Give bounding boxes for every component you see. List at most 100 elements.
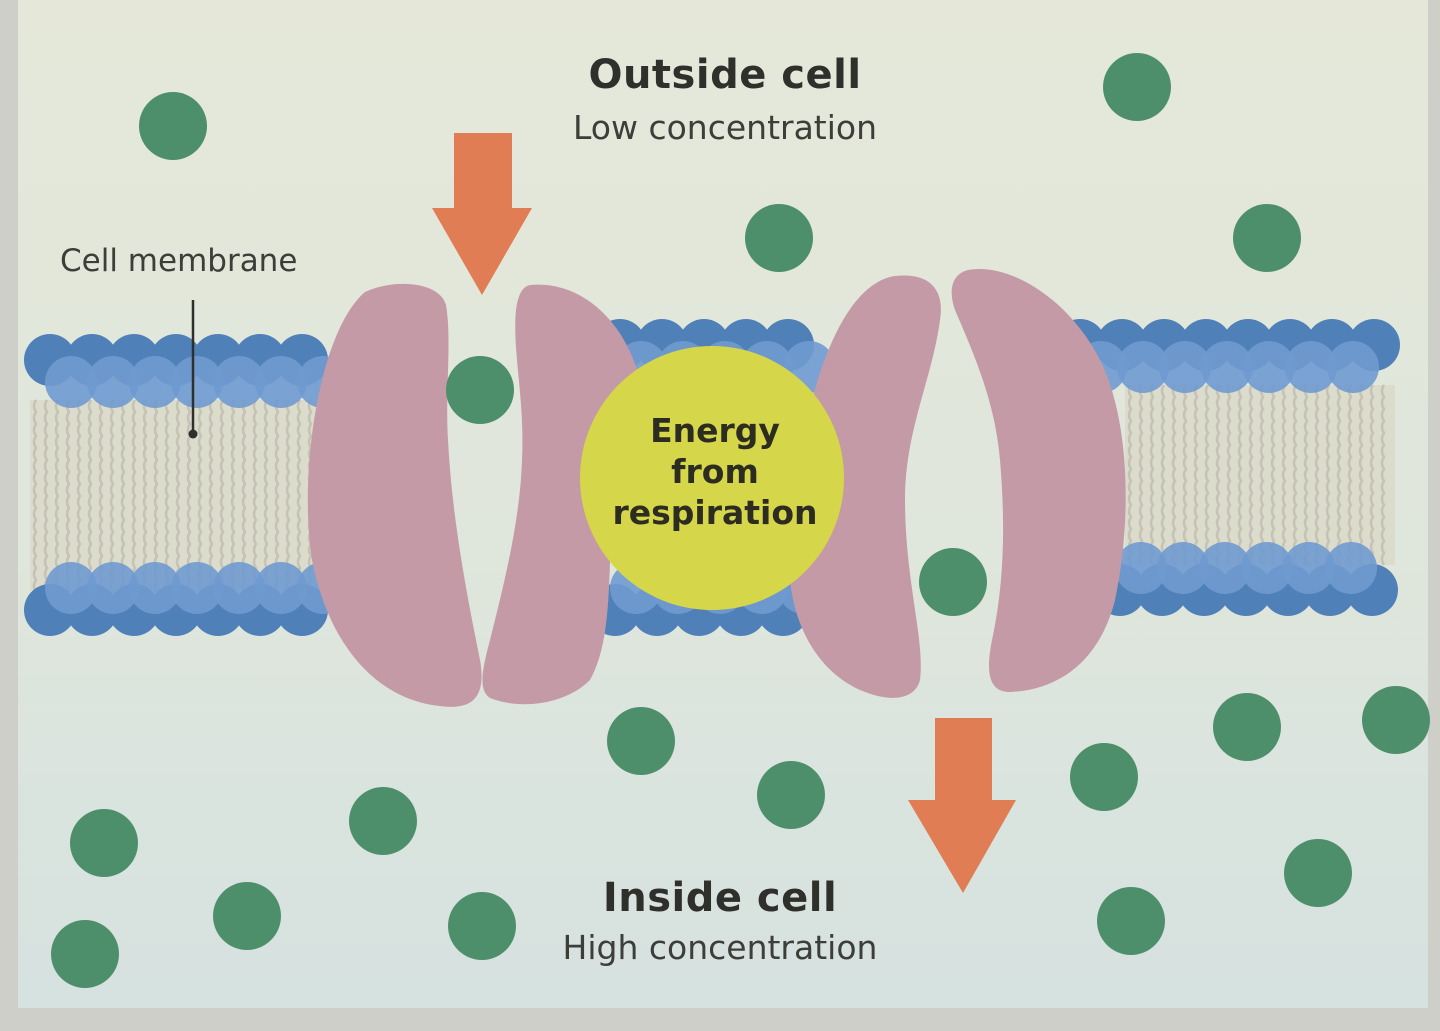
lipid-tail — [153, 399, 159, 593]
particle-icon — [745, 204, 813, 272]
carrier-protein-icon — [789, 275, 941, 698]
lipid-tail — [1171, 384, 1177, 566]
lipid-tail — [241, 399, 247, 593]
lipid-tail — [54, 399, 60, 593]
phospholipid-head — [255, 562, 307, 614]
phospholipid-head — [1115, 542, 1167, 594]
particle-icon — [1213, 693, 1281, 761]
lipid-tail — [1138, 384, 1144, 566]
lipid-tail — [1303, 384, 1309, 566]
lipid-tail — [1270, 384, 1276, 566]
outside-cell-subtitle: Low concentration — [572, 108, 878, 147]
carrier-protein-right — [789, 268, 1126, 698]
lipid-tail — [131, 399, 137, 593]
particle-icon — [213, 882, 281, 950]
energy-label-line: from — [671, 452, 759, 491]
particle-icon — [1070, 743, 1138, 811]
outside-cell-title: Outside cell — [588, 52, 862, 98]
lipid-tail — [186, 399, 192, 593]
lipid-tail — [65, 399, 71, 593]
phospholipid-head — [1285, 341, 1337, 393]
energy-label: Energy from respiration — [590, 410, 840, 533]
energy-icon — [580, 346, 844, 610]
particle-icon — [1362, 686, 1430, 754]
particle-icon — [70, 809, 138, 877]
phospholipid-head — [1117, 341, 1169, 393]
particle-icon — [1284, 839, 1352, 907]
particle-icon — [448, 892, 516, 960]
lipid-tail — [1215, 384, 1221, 566]
energy-label-line: Energy — [650, 411, 780, 450]
cell-membrane-label: Cell membrane — [60, 243, 298, 279]
inside-cell-subtitle: High concentration — [562, 928, 878, 967]
lipid-tail — [1160, 384, 1166, 566]
lipid-tail — [263, 399, 269, 593]
particle-icon — [1103, 53, 1171, 121]
phospholipid-head — [45, 562, 97, 614]
lipid-tail — [230, 399, 236, 593]
lipid-tail — [1259, 384, 1265, 566]
phospholipid-head — [1325, 542, 1377, 594]
phospholipid-head — [171, 562, 223, 614]
lipid-tail — [1358, 384, 1364, 566]
particle-icon — [757, 761, 825, 829]
lipid-tail — [76, 399, 82, 593]
lipid-tail — [175, 399, 181, 593]
particle-icon — [51, 920, 119, 988]
lipid-tail — [1248, 384, 1254, 566]
carrier-protein-icon — [307, 283, 482, 707]
particle-icon — [1097, 887, 1165, 955]
particle-icon — [607, 707, 675, 775]
particle-icon — [919, 548, 987, 616]
lipid-tail — [1127, 384, 1133, 566]
phospholipid-head — [255, 356, 307, 408]
phospholipid-head — [1157, 542, 1209, 594]
lipid-tail — [1380, 384, 1386, 566]
phospholipid-head — [129, 562, 181, 614]
lipid-tail — [1369, 384, 1375, 566]
phospholipid-head — [129, 356, 181, 408]
phospholipid-head — [1241, 542, 1293, 594]
membrane-pointer-dot — [188, 429, 198, 439]
phospholipid-head — [1243, 341, 1295, 393]
lipid-tail — [296, 399, 302, 593]
phospholipid-head — [1327, 341, 1379, 393]
particle-icon — [446, 356, 514, 424]
lipid-tails — [30, 384, 1395, 593]
lipid-tail — [219, 399, 225, 593]
lipid-tail — [1292, 384, 1298, 566]
particle-icon — [1233, 204, 1301, 272]
arrow-down-icon — [432, 133, 532, 295]
lipid-tail — [208, 399, 214, 593]
lipid-tail — [274, 399, 280, 593]
lipid-tail — [285, 399, 291, 593]
lipid-tail — [1226, 384, 1232, 566]
carrier-protein-icon — [951, 268, 1126, 692]
phospholipid-head — [1283, 542, 1335, 594]
phospholipid-head — [1199, 542, 1251, 594]
phospholipid-head — [87, 356, 139, 408]
carrier-protein-icon — [482, 284, 640, 705]
lipid-tail — [1281, 384, 1287, 566]
phospholipid-head — [171, 356, 223, 408]
phospholipid-head — [87, 562, 139, 614]
lipid-tail — [1325, 384, 1331, 566]
solute-particles — [51, 53, 1430, 988]
lipid-tail — [1237, 384, 1243, 566]
phospholipid-head — [1201, 341, 1253, 393]
lipid-tail — [87, 399, 93, 593]
lipid-tail — [142, 399, 148, 593]
lipid-tail — [1336, 384, 1342, 566]
lipid-tail — [1193, 384, 1199, 566]
lipid-tail — [1182, 384, 1188, 566]
lipid-tail — [197, 399, 203, 593]
phospholipid-head — [213, 562, 265, 614]
phospholipid-head — [213, 356, 265, 408]
phospholipid-head — [1159, 341, 1211, 393]
particle-icon — [139, 92, 207, 160]
lipid-tail — [120, 399, 126, 593]
lipid-tail — [98, 399, 104, 593]
lipid-tail — [43, 399, 49, 593]
lipid-tail — [32, 399, 38, 593]
